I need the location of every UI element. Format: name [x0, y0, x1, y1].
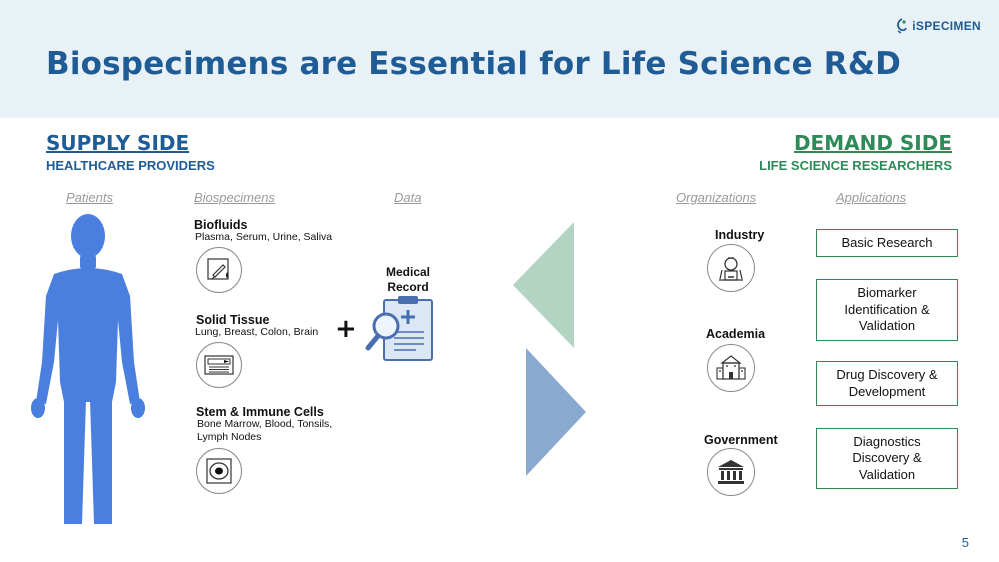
org-label-industry: Industry	[715, 228, 765, 242]
org-label-government: Government	[704, 433, 778, 447]
academia-icon-circle	[707, 344, 755, 392]
patient-silhouette-icon	[31, 214, 145, 524]
clipboard-magnifier-icon	[365, 296, 433, 361]
biofluids-icon-circle	[196, 247, 242, 293]
lab-flask-icon	[719, 257, 743, 281]
specimen-title-solid-tissue: Solid Tissue	[196, 313, 270, 327]
specimen-desc-stem-immune-cells: Bone Marrow, Blood, Tonsils, Lymph Nodes	[197, 418, 333, 443]
application-biomarker: Biomarker Identification & Validation	[816, 279, 958, 341]
supply-side-title: SUPPLY SIDE	[46, 131, 190, 155]
application-drug-discovery: Drug Discovery & Development	[816, 361, 958, 406]
application-label: Basic Research	[841, 234, 933, 250]
tissue-slide-icon	[204, 355, 234, 375]
cell-icon	[206, 458, 232, 484]
arrow-left-green	[513, 222, 574, 348]
org-label-academia: Academia	[706, 327, 766, 341]
government-building-icon	[718, 460, 744, 484]
column-heading-applications: Applications	[836, 190, 907, 205]
stem-cells-icon-circle	[196, 448, 242, 494]
plus-sign: +	[335, 314, 357, 344]
column-heading-data: Data	[394, 190, 422, 205]
test-tube-icon	[207, 258, 229, 280]
demand-side-title: DEMAND SIDE	[793, 131, 952, 155]
supply-side-subtitle: HEALTHCARE PROVIDERS	[46, 158, 215, 173]
company-logo: iSPECIMEN	[895, 18, 981, 34]
specimen-title-biofluids: Biofluids	[194, 218, 248, 232]
application-basic-research: Basic Research	[816, 229, 958, 257]
application-label: Biomarker Identification & Validation	[844, 285, 930, 334]
logo-mark-icon	[897, 18, 908, 34]
logo-text: iSPECIMEN	[912, 19, 981, 33]
column-heading-organizations: Organizations	[676, 190, 757, 205]
arrow-right-blue	[526, 348, 586, 476]
application-label: Drug Discovery & Development	[836, 367, 938, 399]
header-band	[0, 0, 999, 118]
demand-side-subtitle: LIFE SCIENCE RESEARCHERS	[759, 158, 952, 173]
column-heading-patients: Patients	[66, 190, 113, 205]
slide-title: Biospecimens are Essential for Life Scie…	[46, 46, 902, 82]
industry-icon-circle	[707, 244, 755, 292]
column-heading-biospecimens: Biospecimens	[194, 190, 275, 205]
specimen-title-stem-immune-cells: Stem & Immune Cells	[196, 405, 324, 419]
specimen-desc-biofluids: Plasma, Serum, Urine, Saliva	[195, 231, 333, 243]
medical-record-label: Medical Record	[385, 265, 430, 294]
solid-tissue-icon-circle	[196, 342, 242, 388]
application-diagnostics: Diagnostics Discovery & Validation	[816, 428, 958, 489]
school-building-icon	[716, 355, 746, 380]
specimen-desc-solid-tissue: Lung, Breast, Colon, Brain	[195, 326, 319, 338]
government-icon-circle	[707, 448, 755, 496]
page-number: 5	[961, 535, 969, 550]
application-label: Diagnostics Discovery & Validation	[852, 433, 922, 482]
